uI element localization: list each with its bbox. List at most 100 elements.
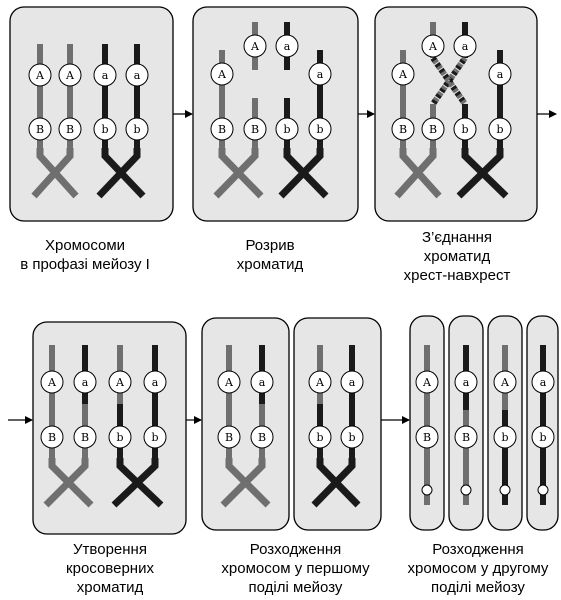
gene-B-label: B	[251, 123, 259, 136]
gene-a-locus	[93, 63, 117, 87]
gene-B-label: B	[423, 431, 431, 444]
gene-a-label: a	[317, 68, 324, 81]
cross-segment	[430, 56, 468, 106]
gene-A-locus	[40, 370, 64, 394]
centromere	[499, 484, 511, 496]
gene-B-locus	[40, 425, 64, 449]
gene-A-label: A	[428, 40, 438, 53]
gene-A-locus	[391, 62, 415, 86]
gene-b-locus	[340, 425, 364, 449]
caption-prophase: Хромосоми в профазі мейозу I	[20, 237, 150, 273]
gene-b-label: b	[316, 123, 323, 136]
gene-B-locus	[391, 117, 415, 141]
gene-B-label: B	[225, 431, 233, 444]
gene-b-label: b	[501, 431, 508, 444]
gene-b-locus	[531, 425, 555, 449]
black-pair-arm-right	[111, 458, 159, 508]
gene-B-label: B	[218, 123, 226, 136]
gene-A-label: A	[500, 376, 510, 389]
gene-B-locus	[250, 425, 274, 449]
black-pair-arm-right	[456, 148, 504, 199]
gene-B-label: B	[81, 431, 89, 444]
panel-prophase	[9, 6, 174, 222]
gene-A-label: A	[35, 69, 45, 82]
gene-A-locus	[493, 370, 517, 394]
gene-a-locus	[250, 370, 274, 394]
gene-b-label: b	[348, 431, 355, 444]
gene-A-label: A	[250, 40, 260, 53]
grey-pair-arm-right	[43, 458, 89, 508]
panel-division1-right	[293, 317, 382, 531]
gene-a-label: a	[82, 376, 89, 389]
gene-B-locus	[217, 425, 241, 449]
gene-b-locus	[275, 117, 299, 141]
gene-b-locus	[308, 117, 332, 141]
caption-cross-joining: З’єднання хроматид хрест-навхрест	[403, 229, 511, 284]
grey-pair-arm-right	[213, 148, 259, 199]
caption-meiosis-first-division: Розходження хромосом у першому поділі ме…	[221, 541, 370, 596]
gene-A-locus	[243, 34, 267, 58]
gene-B-locus	[58, 117, 82, 141]
grey-pair-arm-left	[48, 458, 94, 508]
gene-b-label: b	[461, 123, 468, 136]
gene-b-label: b	[133, 123, 140, 136]
gene-b-label: b	[101, 123, 108, 136]
gene-B-label: B	[66, 123, 74, 136]
gene-a-locus	[143, 370, 167, 394]
grey-pair-arm-left	[399, 148, 442, 199]
gene-a-label: a	[259, 376, 266, 389]
gene-b-label: b	[496, 123, 503, 136]
black-pair-arm-right	[311, 458, 356, 508]
gene-A-locus	[28, 63, 52, 87]
black-pair-arm-left	[116, 458, 164, 508]
gene-A-label: A	[224, 376, 234, 389]
gene-A-label: A	[398, 68, 408, 81]
gene-b-locus	[143, 425, 167, 449]
black-pair-arm-right	[96, 148, 141, 199]
caption-meiosis-second-division: Розходження хромосом у другому поділі ме…	[407, 541, 549, 596]
gene-A-label: A	[422, 376, 432, 389]
gene-a-label: a	[102, 69, 109, 82]
grey-pair-arm-left	[218, 148, 264, 199]
gene-a-label: a	[152, 376, 159, 389]
gene-b-locus	[453, 117, 477, 141]
grey-pair-arm-right	[394, 148, 437, 199]
gene-A-locus	[217, 370, 241, 394]
black-pair-arm-left	[316, 458, 361, 508]
gene-b-label: b	[151, 431, 158, 444]
gene-B-locus	[415, 425, 439, 449]
gene-a-locus	[340, 370, 364, 394]
centromere	[460, 484, 472, 496]
caption-chromatid-break: Розрив хроматид	[236, 237, 304, 273]
gene-b-label: b	[116, 431, 123, 444]
black-pair-arm-left	[101, 148, 146, 199]
gene-a-locus	[275, 34, 299, 58]
gene-A-locus	[421, 34, 445, 58]
grey-pair-arm-right	[31, 148, 74, 199]
gene-B-locus	[243, 117, 267, 141]
gene-A-locus	[308, 370, 332, 394]
gene-B-locus	[28, 117, 52, 141]
gene-B-locus	[454, 425, 478, 449]
gene-A-label: A	[115, 376, 125, 389]
gene-a-locus	[531, 370, 555, 394]
gene-b-locus	[308, 425, 332, 449]
panel-division1-left	[201, 317, 290, 531]
gene-a-label: a	[284, 40, 291, 53]
gene-a-label: a	[349, 376, 356, 389]
gene-a-locus	[488, 62, 512, 86]
gene-B-locus	[421, 117, 445, 141]
gene-A-locus	[210, 62, 234, 86]
caption-crossover-chromatids: Утворення кросоверних хроматид	[66, 541, 154, 596]
grey-pair-arm-left	[225, 458, 271, 508]
gene-B-label: B	[36, 123, 44, 136]
black-pair-arm-left	[283, 148, 329, 199]
gene-A-locus	[415, 370, 439, 394]
gene-a-label: a	[497, 68, 504, 81]
gene-b-label: b	[539, 431, 546, 444]
black-pair-arm-right	[278, 148, 324, 199]
black-pair-arm-left	[461, 148, 509, 199]
gene-b-label: b	[316, 431, 323, 444]
gene-A-label: A	[217, 68, 227, 81]
gene-b-label: b	[283, 123, 290, 136]
